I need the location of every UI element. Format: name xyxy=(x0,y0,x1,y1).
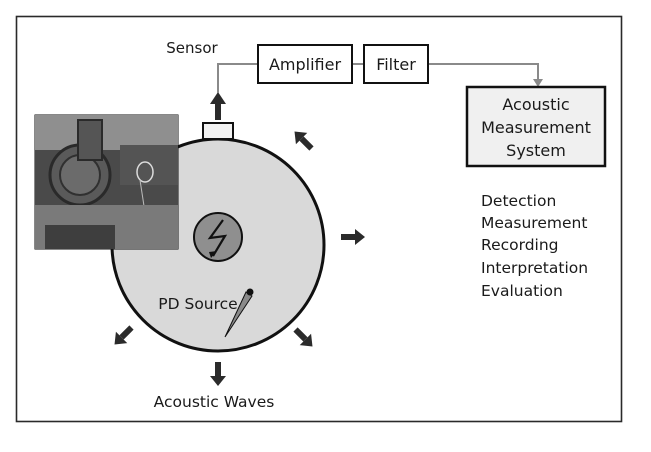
function-item: Measurement xyxy=(481,214,587,232)
amplifier-box: Amplifier xyxy=(257,44,353,84)
signal-line xyxy=(217,63,539,93)
function-list: Detection Measurement Recording Interpre… xyxy=(481,192,588,300)
acoustic-system-box: Acoustic Measurement System xyxy=(465,85,607,168)
lightning-bolt-icon xyxy=(193,212,243,262)
wave-arrow-down-right xyxy=(293,327,313,347)
wave-arrow-down xyxy=(210,362,226,386)
function-item: Interpretation xyxy=(481,259,588,277)
sensor-label: Sensor xyxy=(166,39,218,57)
function-item: Detection xyxy=(481,192,556,210)
switchgear-photo xyxy=(34,114,179,250)
system-label-line-2: Measurement xyxy=(481,118,591,137)
pd-source-marker xyxy=(224,288,254,338)
sensor-arrow-up xyxy=(210,92,226,120)
wave-arrow-right xyxy=(341,229,365,245)
sensor-mount xyxy=(202,122,234,140)
acoustic-wave-arrows xyxy=(114,131,365,386)
wave-arrow-down-left xyxy=(114,325,134,345)
amplifier-label: Amplifier xyxy=(269,55,342,74)
filter-box: Filter xyxy=(363,44,429,84)
pd-source-label: PD Source xyxy=(158,295,237,313)
acoustic-waves-label: Acoustic Waves xyxy=(154,393,275,411)
function-item: Recording xyxy=(481,236,559,254)
filter-label: Filter xyxy=(376,55,416,74)
system-label-line-1: Acoustic xyxy=(502,95,569,114)
function-item: Evaluation xyxy=(481,282,563,300)
system-arrow-down xyxy=(533,79,543,87)
wave-arrow-up-right xyxy=(294,131,314,151)
system-label-line-3: System xyxy=(506,141,566,160)
